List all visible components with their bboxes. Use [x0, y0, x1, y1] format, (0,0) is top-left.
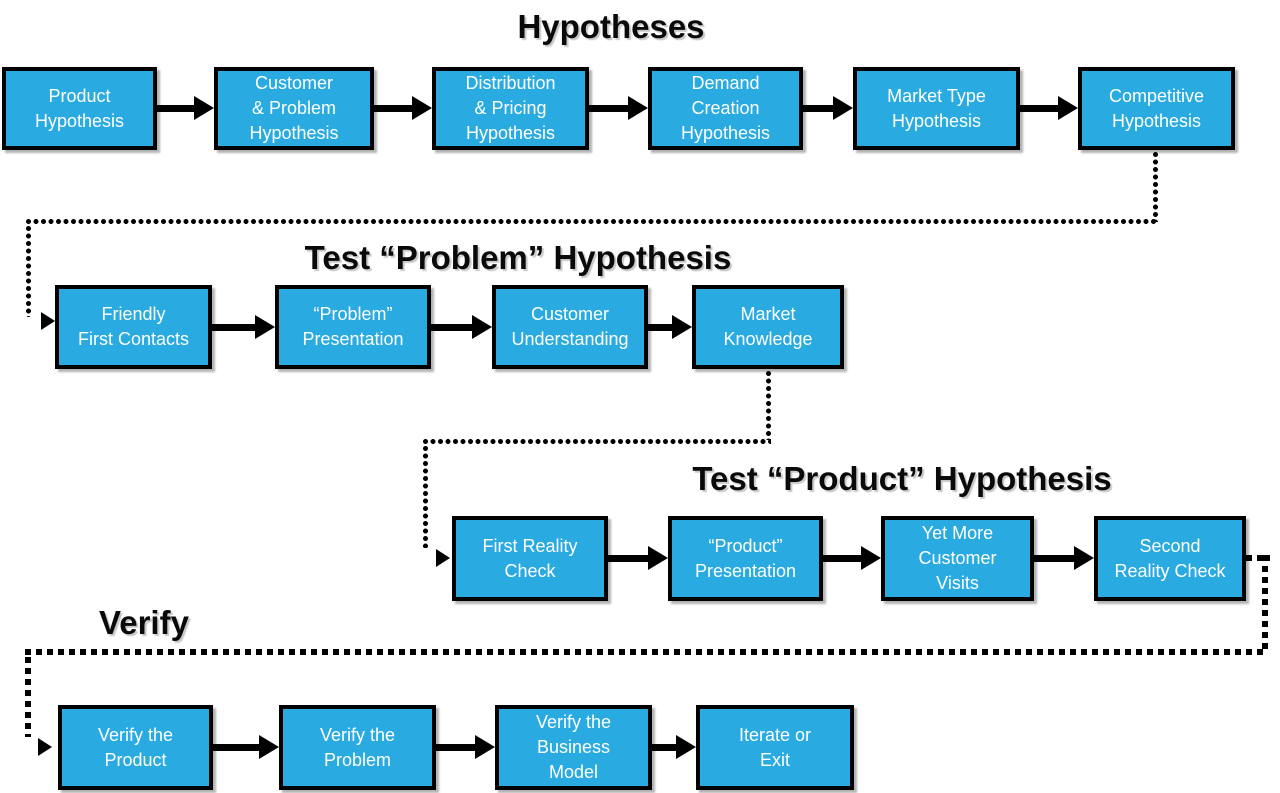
dashed-connector-segment — [1246, 555, 1270, 561]
node-customer-understanding: Customer Understanding — [492, 285, 648, 369]
node-market-type-hypothesis: Market Type Hypothesis — [853, 67, 1020, 150]
node-label: First Reality Check — [482, 535, 578, 581]
section-title-test-problem-hypothesis: Test “Problem” Hypothesis — [304, 239, 732, 276]
node-label: Verify the Problem — [319, 724, 396, 770]
node-market-knowledge: Market Knowledge — [692, 285, 844, 369]
dashed-connector-segment — [25, 657, 31, 737]
connector-arrowhead-icon — [436, 549, 450, 567]
node-verify-the-problem: Verify the Problem — [279, 705, 436, 790]
node-label: Demand Creation Hypothesis — [680, 73, 771, 143]
node-competitive-hypothesis: Competitive Hypothesis — [1078, 67, 1235, 150]
node-label: Iterate or Exit — [738, 724, 812, 770]
node-iterate-or-exit: Iterate or Exit — [696, 705, 854, 790]
node-label: Friendly First Contacts — [77, 304, 190, 349]
node-problem-presentation: “Problem” Presentation — [275, 285, 431, 369]
node-label: Distribution & Pricing Hypothesis — [465, 73, 556, 143]
node-product-hypothesis: Product Hypothesis — [2, 67, 157, 150]
dotted-connector-segment — [1153, 152, 1158, 222]
node-label: Market Knowledge — [723, 304, 813, 349]
dotted-connector-segment — [766, 371, 771, 440]
node-product-presentation: “Product” Presentation — [668, 516, 823, 601]
dashed-connector-segment — [1262, 555, 1268, 651]
node-distribution-pricing-hypothesis: Distribution & Pricing Hypothesis — [432, 67, 589, 150]
node-customer-problem-hypothesis: Customer & Problem Hypothesis — [214, 67, 374, 150]
node-label: Verify the Business Model — [535, 712, 612, 782]
node-label: Second Reality Check — [1114, 535, 1226, 581]
node-label: “Problem” Presentation — [302, 304, 404, 349]
node-friendly-first-contacts: Friendly First Contacts — [55, 285, 212, 369]
node-label: Yet More Customer Visits — [918, 523, 997, 593]
node-demand-creation-hypothesis: Demand Creation Hypothesis — [648, 67, 803, 150]
section-title-verify: Verify — [99, 604, 189, 641]
dotted-connector-segment — [423, 446, 428, 548]
section-title-test-product-hypothesis: Test “Product” Hypothesis — [692, 460, 1112, 497]
node-label: Customer Understanding — [511, 304, 629, 349]
dashed-connector-segment — [25, 649, 1268, 655]
connector-arrowhead-icon — [41, 312, 55, 330]
node-label: Product Hypothesis — [34, 85, 125, 131]
node-verify-the-product: Verify the Product — [58, 705, 213, 790]
node-label: Competitive Hypothesis — [1108, 85, 1205, 131]
node-label: Verify the Product — [97, 724, 174, 770]
node-verify-the-business-model: Verify the Business Model — [495, 705, 652, 790]
dotted-connector-segment — [26, 219, 1158, 224]
section-title-hypotheses: Hypotheses — [517, 8, 705, 45]
node-second-reality-check: Second Reality Check — [1094, 516, 1246, 601]
connector-arrowhead-icon — [38, 738, 52, 756]
node-first-reality-check: First Reality Check — [452, 516, 608, 601]
node-label: Market Type Hypothesis — [887, 85, 986, 131]
node-label: “Product” Presentation — [694, 535, 797, 581]
node-label: Customer & Problem Hypothesis — [249, 73, 339, 143]
dotted-connector-segment — [423, 439, 771, 444]
dotted-connector-segment — [26, 226, 31, 317]
node-yet-more-customer-visits: Yet More Customer Visits — [881, 516, 1034, 601]
